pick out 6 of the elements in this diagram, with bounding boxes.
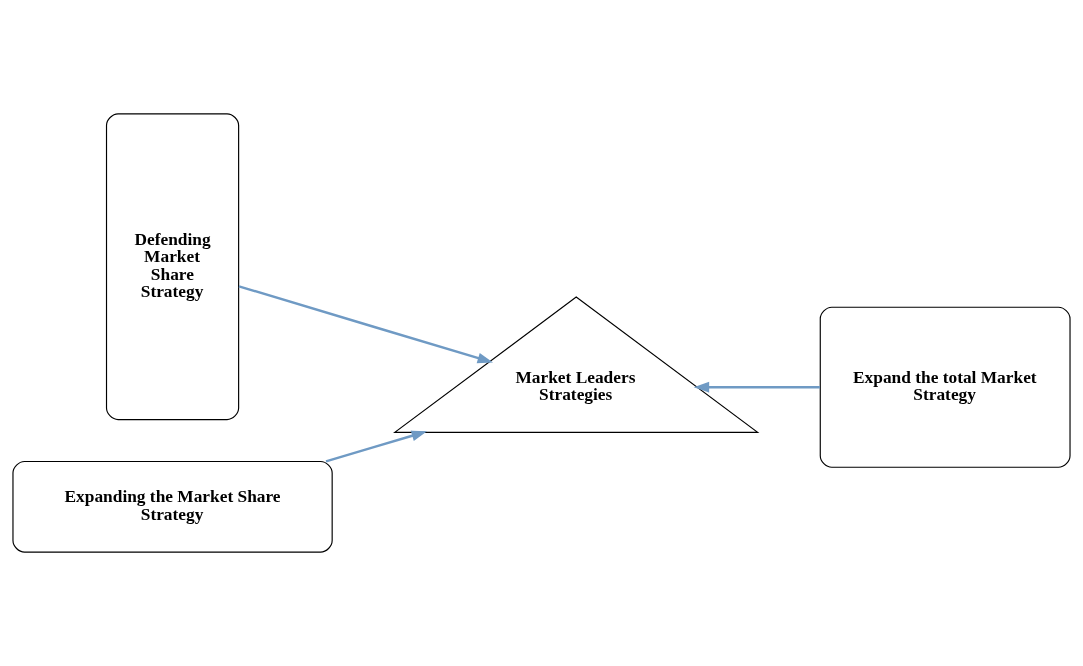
arrow (325, 430, 428, 463)
arrow (238, 285, 493, 364)
arrow (693, 381, 820, 393)
node-box: Defending Market Share Strategy (105, 113, 240, 421)
node-box: Expanding the Market Share Strategy (12, 460, 333, 553)
node-box: Expand the total Market Strategy (819, 306, 1071, 468)
